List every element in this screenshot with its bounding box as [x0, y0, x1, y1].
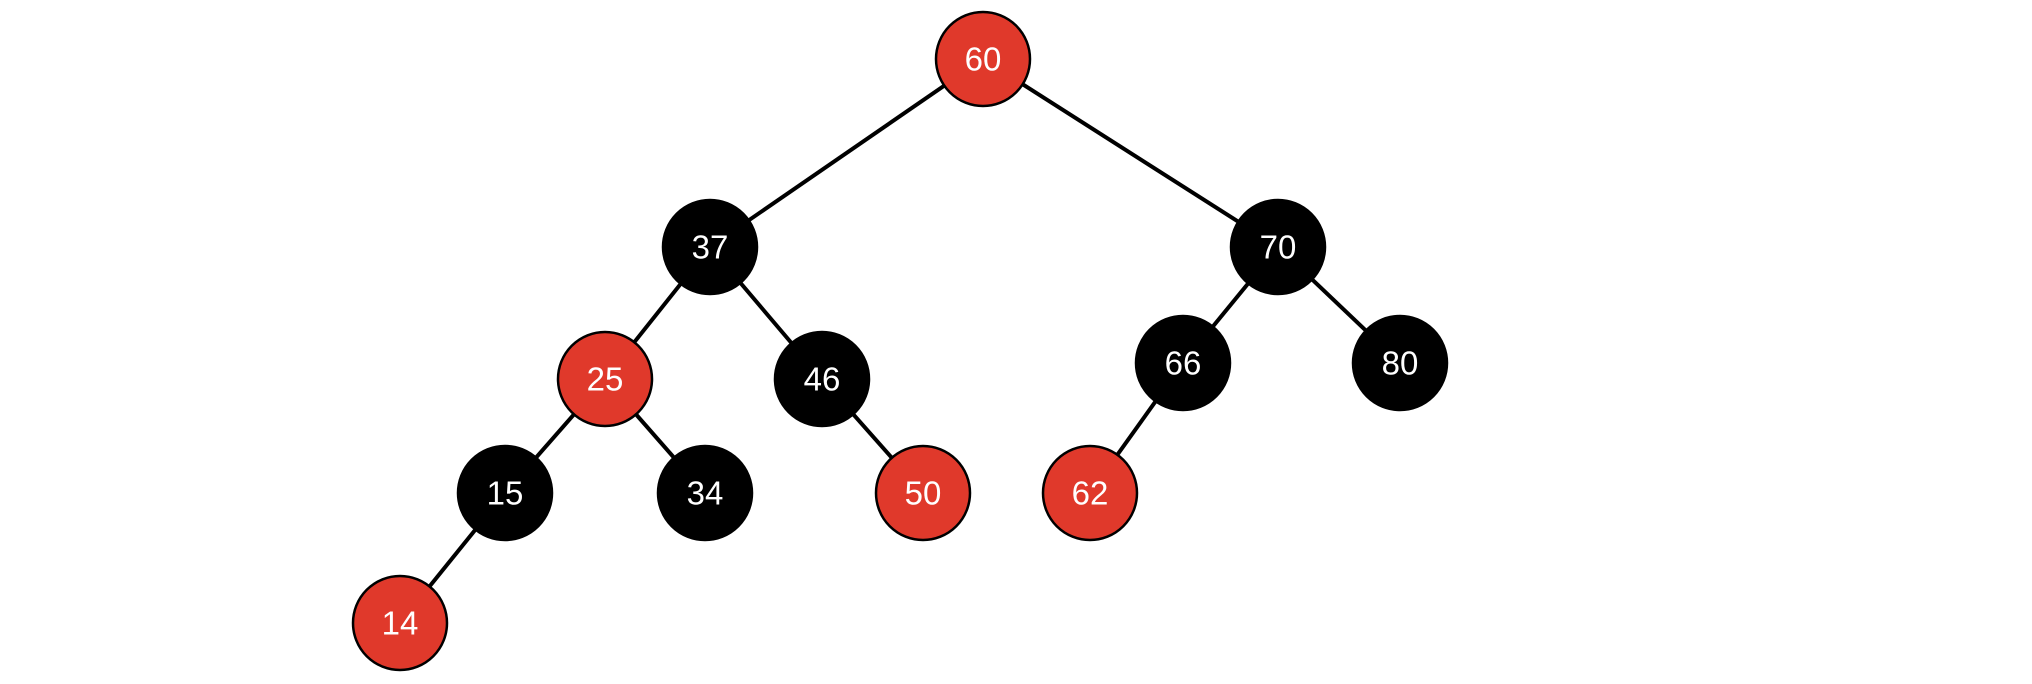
node-circle: [1041, 444, 1139, 542]
tree-node-14: 14: [351, 574, 449, 672]
node-circle: [773, 330, 871, 428]
node-circle: [874, 444, 972, 542]
node-label: 50: [905, 475, 942, 512]
node-label: 37: [692, 229, 729, 266]
tree-node-80: 80: [1351, 314, 1449, 412]
node-label: 62: [1072, 475, 1109, 512]
tree-node-15: 15: [456, 444, 554, 542]
node-label: 15: [487, 475, 524, 512]
node-label: 46: [804, 361, 841, 398]
tree-node-62: 62: [1041, 444, 1139, 542]
tree-node-66: 66: [1134, 314, 1232, 412]
node-label: 14: [382, 605, 419, 642]
tree-node-34: 34: [656, 444, 754, 542]
node-circle: [556, 330, 654, 428]
node-circle: [1134, 314, 1232, 412]
node-circle: [934, 10, 1032, 108]
edge-60-70: [981, 57, 1280, 249]
node-label: 34: [687, 475, 724, 512]
node-circle: [351, 574, 449, 672]
node-label: 60: [965, 41, 1002, 78]
tree-node-37: 37: [661, 198, 759, 296]
node-circle: [661, 198, 759, 296]
tree-node-70: 70: [1229, 198, 1327, 296]
tree-node-46: 46: [773, 330, 871, 428]
node-circle: [656, 444, 754, 542]
tree-node-60: 60: [934, 10, 1032, 108]
edge-60-37: [708, 57, 985, 249]
node-circle: [1351, 314, 1449, 412]
node-label: 80: [1382, 345, 1419, 382]
node-circle: [456, 444, 554, 542]
node-circle: [1229, 198, 1327, 296]
node-label: 70: [1260, 229, 1297, 266]
tree-node-50: 50: [874, 444, 972, 542]
tree-node-25: 25: [556, 330, 654, 428]
node-label: 25: [587, 361, 624, 398]
node-label: 66: [1165, 345, 1202, 382]
